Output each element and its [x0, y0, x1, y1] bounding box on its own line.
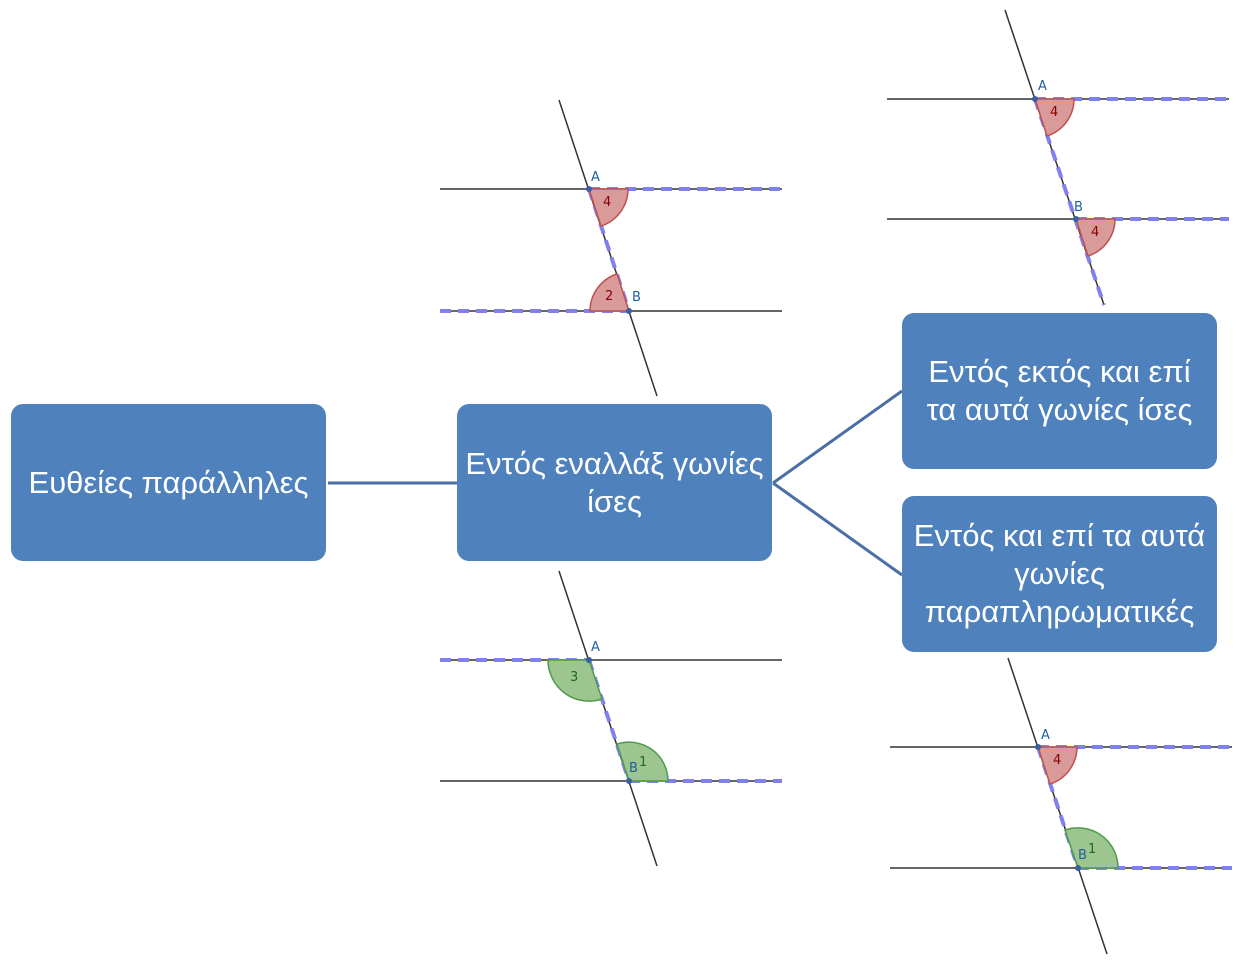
node-cointerior-angles-label: Εντός και επί τα αυτά γωνίες παραπληρωμα… [913, 518, 1206, 629]
node-parallel-lines-label: Ευθείες παράλληλες [28, 464, 309, 500]
point-b-label: B [629, 761, 638, 776]
node-parallel-lines[interactable]: Ευθείες παράλληλες [11, 404, 326, 561]
point-b [626, 778, 632, 784]
point-b [1075, 865, 1081, 871]
point-a-label: A [1041, 728, 1050, 743]
angle-arc-a [587, 188, 629, 227]
angle-a-label: 4 [1050, 105, 1058, 120]
angle-b-label: 2 [605, 289, 613, 304]
angle-b-label: 4 [1091, 225, 1099, 240]
figure-alternate-red: A B 4 2 [440, 99, 782, 397]
connector-alternate-cointerior [772, 481, 903, 577]
point-a [1035, 744, 1041, 750]
point-a-label: A [1038, 79, 1047, 94]
node-cointerior-angles[interactable]: Εντός και επί τα αυτά γωνίες παραπληρωμα… [902, 496, 1217, 652]
point-a-label: A [591, 170, 600, 185]
angle-b-label: 1 [1088, 842, 1096, 857]
angle-arc-a [1036, 746, 1078, 785]
angle-a-label: 4 [603, 195, 611, 210]
point-b-label: B [1074, 200, 1083, 215]
angle-arc-a [547, 659, 603, 702]
point-a [586, 657, 592, 663]
connector-alternate-corresponding [772, 389, 903, 485]
angle-a-label: 3 [570, 670, 578, 685]
point-a [1032, 96, 1038, 102]
figure-cointerior: A B 4 1 [890, 657, 1232, 955]
angle-a-label: 4 [1053, 753, 1061, 768]
angle-arc-b [616, 741, 669, 782]
point-a [586, 186, 592, 192]
point-a-label: A [591, 640, 600, 655]
node-corresponding-angles[interactable]: Εντός εκτός και επί τα αυτά γωνίες ίσες [902, 313, 1217, 469]
point-b [626, 308, 632, 314]
point-b [1073, 216, 1079, 222]
angle-arc-a [1033, 98, 1075, 137]
angle-arc-b [589, 273, 631, 312]
figure-corresponding: A B 4 4 [887, 9, 1229, 306]
figure-alternate-green: A B 3 1 [440, 570, 782, 867]
angle-arc-b [1074, 218, 1116, 257]
node-alternate-angles-label: Εντός εναλλάξ γωνίες ίσες [465, 445, 764, 519]
node-corresponding-angles-label: Εντός εκτός και επί τα αυτά γωνίες ίσες [926, 354, 1193, 427]
point-b-label: B [1078, 848, 1087, 863]
angle-arc-b [1064, 827, 1119, 869]
point-b-label: B [632, 290, 641, 305]
angle-b-label: 1 [639, 755, 647, 770]
node-alternate-angles[interactable]: Εντός εναλλάξ γωνίες ίσες [457, 404, 772, 561]
